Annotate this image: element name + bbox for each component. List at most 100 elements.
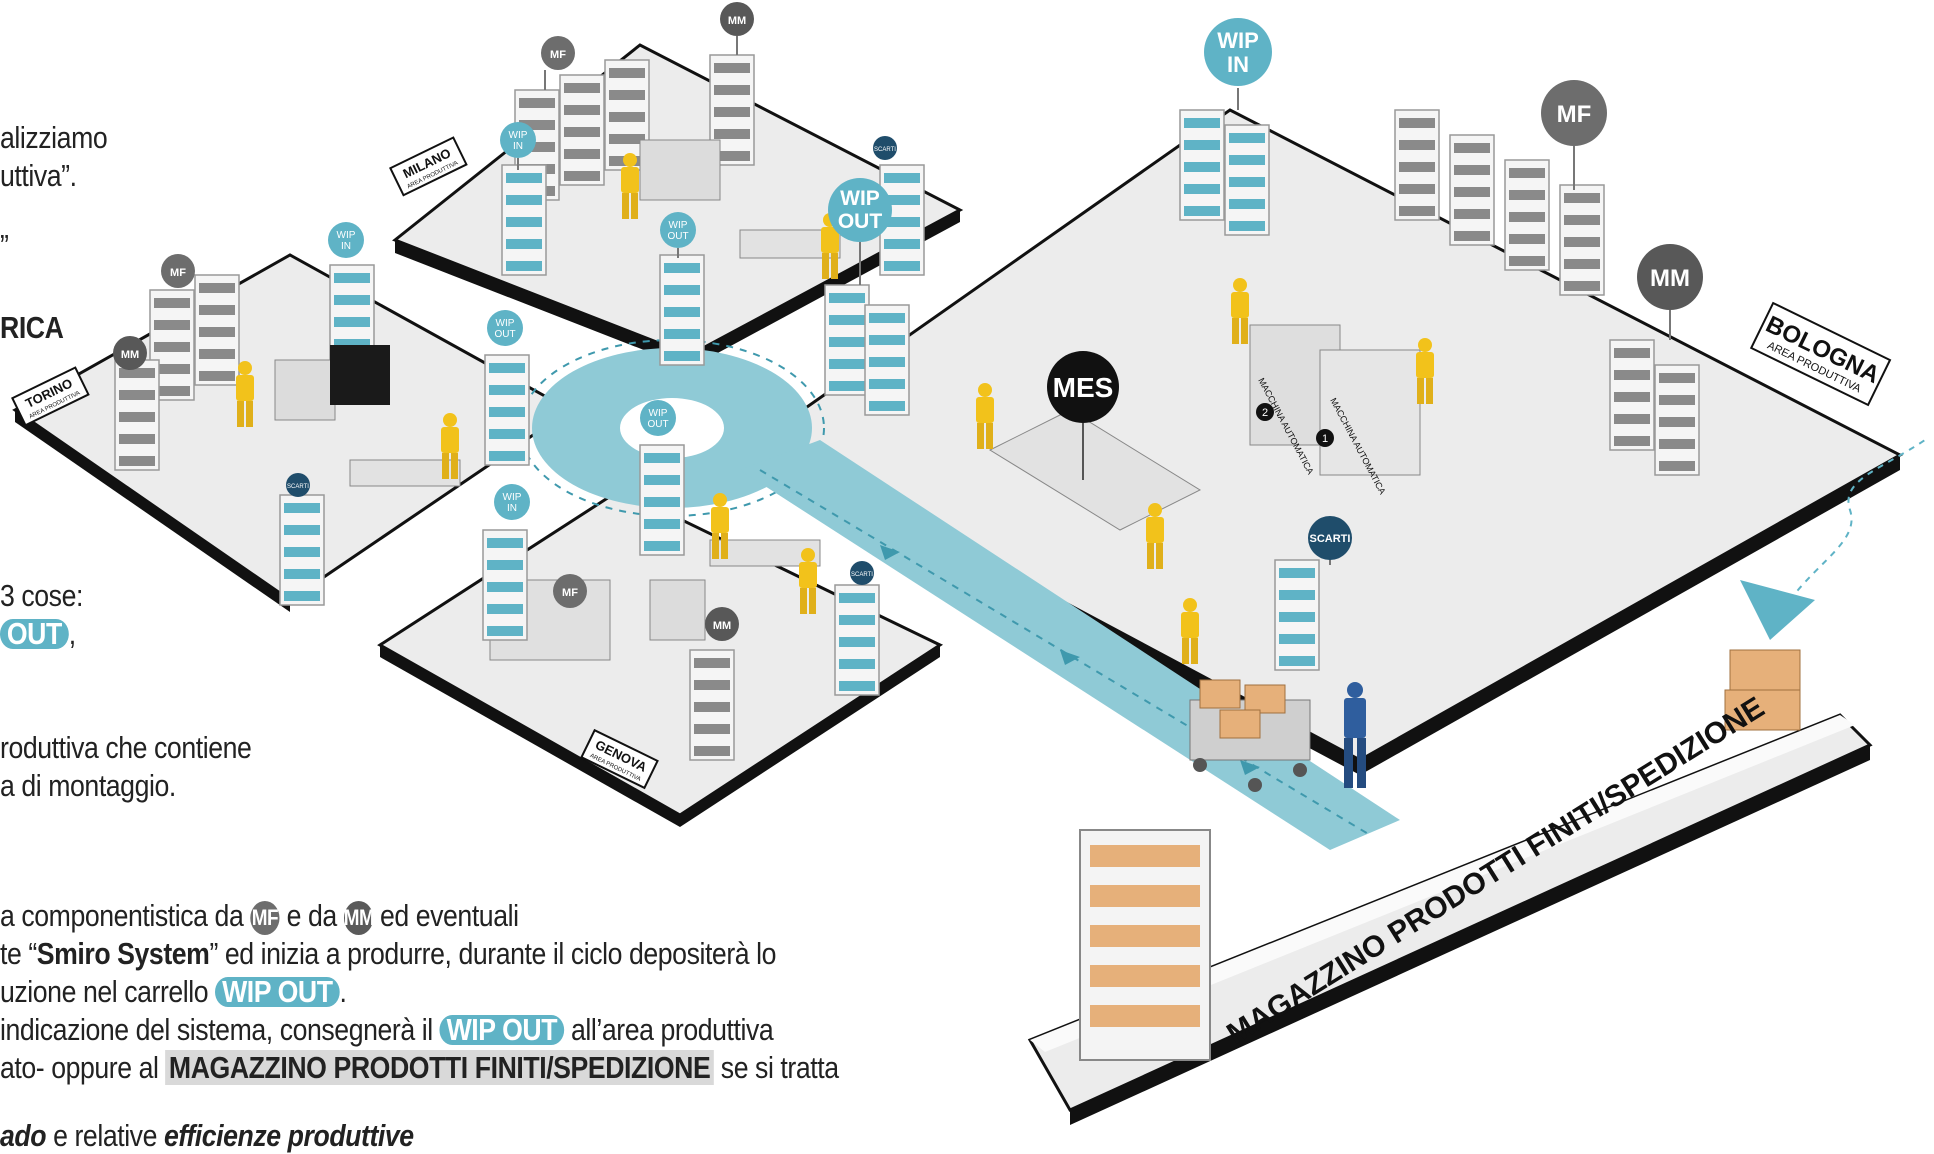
milano-floor-edge: [395, 240, 690, 368]
process-line-1-c: ed eventuali: [379, 898, 519, 933]
genova-mf-label: MF: [562, 587, 578, 599]
process-line-2-b: ” ed inizia a produrre, durante il ciclo…: [209, 936, 777, 971]
hub-wip-out-shelf: [639, 444, 685, 556]
process-line-4: indicazione del sistema, consegnerà il W…: [0, 1012, 774, 1048]
torino-scarti-shelf: [279, 494, 325, 606]
process-line-4-a: indicazione del sistema, consegnerà il: [0, 1012, 433, 1047]
genova-scarti-shelf: [834, 584, 880, 696]
bologna-mm-shelf-2: [1654, 364, 1700, 476]
torino-wip-in-l1: WIP: [337, 230, 356, 241]
torino-mm-label: MM: [121, 349, 139, 361]
torino-mm-tag: [113, 336, 147, 370]
things-line-1-text: 3 cose:: [0, 578, 83, 613]
machine-num-2: 2: [1262, 407, 1268, 419]
torino-wip-in-l2: IN: [341, 241, 351, 252]
genova-wip-in-shelf: [482, 529, 528, 641]
warehouse-floor-edge: [1070, 745, 1870, 1125]
bologna-wip-out-shelf: [824, 284, 870, 396]
wip-out-pill-3: WIP OUT: [439, 1014, 564, 1045]
cart: [1189, 679, 1311, 792]
intro-line-2: uttiva”.: [0, 158, 77, 193]
torino-floor-edge: [15, 410, 290, 612]
warehouse-shelf: [1079, 829, 1211, 1061]
plane-trail: [1789, 439, 1926, 601]
mm-badge: MM: [343, 900, 375, 935]
milano-wip-out-tag: [660, 212, 696, 248]
genova-mf-tag: [553, 574, 587, 608]
torino-wip-out-l2: OUT: [494, 329, 515, 340]
milano-mf-tag: [541, 36, 575, 70]
process-line-6-c: efficienze produttive: [163, 1118, 414, 1153]
shipping-boxes: [1724, 649, 1801, 731]
milano-mm-label: MM: [728, 15, 746, 27]
bologna-wip-in-shelf-2: [1224, 124, 1270, 236]
bologna-mm-label: MM: [1650, 265, 1690, 292]
things-line-1b: OUT,: [0, 616, 76, 652]
torino-machine-1: [274, 359, 336, 421]
process-line-5-a: ato- oppure al: [0, 1050, 159, 1085]
milano-wip-in-l2: IN: [513, 141, 523, 152]
milano-label-plate: MILANO AREA PRODUTTIVA: [389, 136, 468, 197]
things-line-1-tail: ,: [68, 616, 76, 651]
wip-out-pill: OUT: [0, 618, 69, 649]
bologna-mf-label: MF: [1557, 101, 1592, 128]
genova-wip-in-tag: [494, 484, 530, 520]
torino-mf-label: MF: [170, 267, 186, 279]
milano-wip-out-shelf: [659, 254, 705, 366]
bologna-mm-shelf: [1609, 339, 1655, 451]
smiro-system-text: Smiro System: [36, 936, 210, 971]
process-line-1-b: e da: [286, 898, 338, 933]
bologna-wip-out-shelf-2: [864, 304, 910, 416]
mes-label: MES: [1053, 372, 1114, 403]
bologna-floor-edge: [1360, 455, 1900, 775]
torino-mm-shelf: [114, 359, 160, 471]
bologna-machine-1: [1319, 349, 1421, 476]
genova-mm-shelf: [689, 649, 735, 761]
bologna-workbench: [988, 409, 1202, 531]
paper-plane-icon: [1740, 580, 1815, 640]
things-line-2: roduttiva che contiene: [0, 730, 252, 765]
process-line-1-a: a componentistica da: [0, 898, 244, 933]
hub-wip-out-l1: WIP: [649, 408, 668, 419]
bologna-wip-in-tag: [1204, 18, 1272, 86]
milano-wip-in-l1: WIP: [509, 130, 528, 141]
milano-wip-out-l1: WIP: [669, 220, 688, 231]
center-wip-out-l2: OUT: [838, 210, 883, 233]
machine-num-1: 1: [1322, 433, 1328, 445]
process-line-6-b: e relative: [53, 1118, 157, 1153]
process-line-3: uzione nel carrello WIP OUT.: [0, 974, 347, 1010]
intro-line-1: alizziamo: [0, 120, 108, 155]
torino-workbench: [349, 459, 461, 487]
genova-machine: [649, 579, 706, 641]
process-line-2-a: te “: [0, 936, 37, 971]
process-line-2: te “Smiro System” ed inizia a produrre, …: [0, 936, 776, 972]
hub-wip-out-l2: OUT: [647, 419, 668, 430]
hub-wip-out-tag: [640, 400, 676, 436]
genova-wip-in-l2: IN: [507, 503, 517, 514]
process-line-3-a: uzione nel carrello: [0, 974, 209, 1009]
genova-wip-in-l1: WIP: [503, 492, 522, 503]
torino-scarti-tag: [286, 473, 310, 497]
center-wip-out-l1: WIP: [840, 187, 880, 210]
genova-mm-tag: [705, 607, 739, 641]
machine-badge-1: [1316, 429, 1334, 447]
delivery-worker: [1344, 682, 1366, 788]
mes-tag: [1047, 351, 1119, 423]
intro-line-4: RICA: [0, 310, 64, 345]
intro-line-3: ”: [0, 228, 9, 263]
milano-wip-out-l2: OUT: [667, 231, 688, 242]
torino-wip-in-tag: [328, 222, 364, 258]
genova-mm-label: MM: [713, 620, 731, 632]
process-line-6-a: ado: [0, 1118, 47, 1153]
bologna-scarti-label: SCARTI: [1310, 533, 1351, 545]
milano-scarti-tag: [873, 136, 897, 160]
center-wip-out-tag: [828, 178, 892, 242]
bologna-wip-in-shelf: [1179, 109, 1225, 221]
milano-mm-tag: [720, 2, 754, 36]
machine-badge-2: [1256, 403, 1274, 421]
torino-mf-tag: [161, 254, 195, 288]
path-arrow-3: [1240, 760, 1260, 775]
torino-wip-out-tag: [487, 310, 523, 346]
process-line-6: ado e relative efficienze produttive: [0, 1118, 414, 1154]
